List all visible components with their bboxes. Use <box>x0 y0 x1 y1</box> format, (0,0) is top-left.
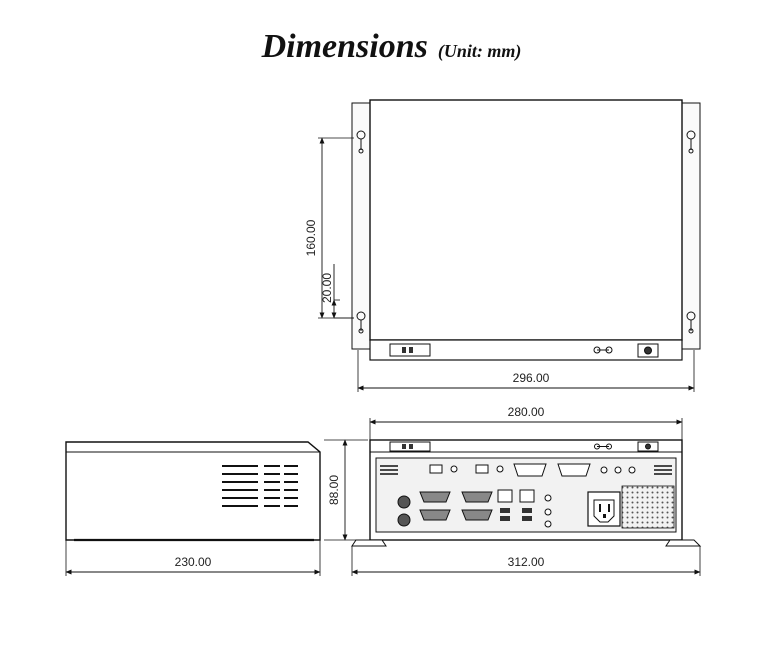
side-panel <box>65 441 321 541</box>
dim-label-20: 20.00 <box>320 273 334 303</box>
front-view <box>324 418 702 576</box>
mount-foot <box>351 539 387 547</box>
dim-label-312: 312.00 <box>508 555 545 569</box>
front-strip <box>369 339 683 361</box>
power-button-icon <box>637 343 659 358</box>
fan-grill <box>621 485 675 529</box>
ps2-port <box>397 513 411 527</box>
title-block: Dimensions (Unit: mm) <box>0 28 783 66</box>
lan-port <box>497 489 513 503</box>
page-title: Dimensions <box>261 28 428 65</box>
dim-label-88: 88.00 <box>327 475 341 505</box>
serial-port <box>461 509 493 521</box>
dim-label-160: 160.00 <box>304 219 318 256</box>
keyhole-slot-icon <box>686 311 696 334</box>
serial-port <box>419 491 451 503</box>
led-indicator-icon <box>593 346 613 354</box>
vent-right <box>654 465 672 475</box>
mount-foot <box>665 539 702 547</box>
serial-port <box>419 509 451 521</box>
com-port-upper <box>557 463 591 477</box>
ac-power-inlet-icon <box>587 491 621 527</box>
dim-label-230: 230.00 <box>175 555 212 569</box>
vent-left <box>380 465 398 475</box>
side-vents <box>222 465 298 507</box>
ps2-port <box>397 495 411 509</box>
dim-label-296: 296.00 <box>513 371 550 385</box>
dim-label-280: 280.00 <box>508 405 545 419</box>
side-view <box>65 441 321 576</box>
serial-port <box>461 491 493 503</box>
com-port-upper <box>513 463 547 477</box>
unit-label: (Unit: mm) <box>437 41 522 61</box>
top-panel <box>369 99 683 341</box>
keyhole-slot-icon <box>356 311 366 334</box>
top-view <box>318 99 701 392</box>
keyhole-slot-icon <box>686 130 696 154</box>
lan-port <box>519 489 535 503</box>
keyhole-slot-icon <box>356 130 366 154</box>
